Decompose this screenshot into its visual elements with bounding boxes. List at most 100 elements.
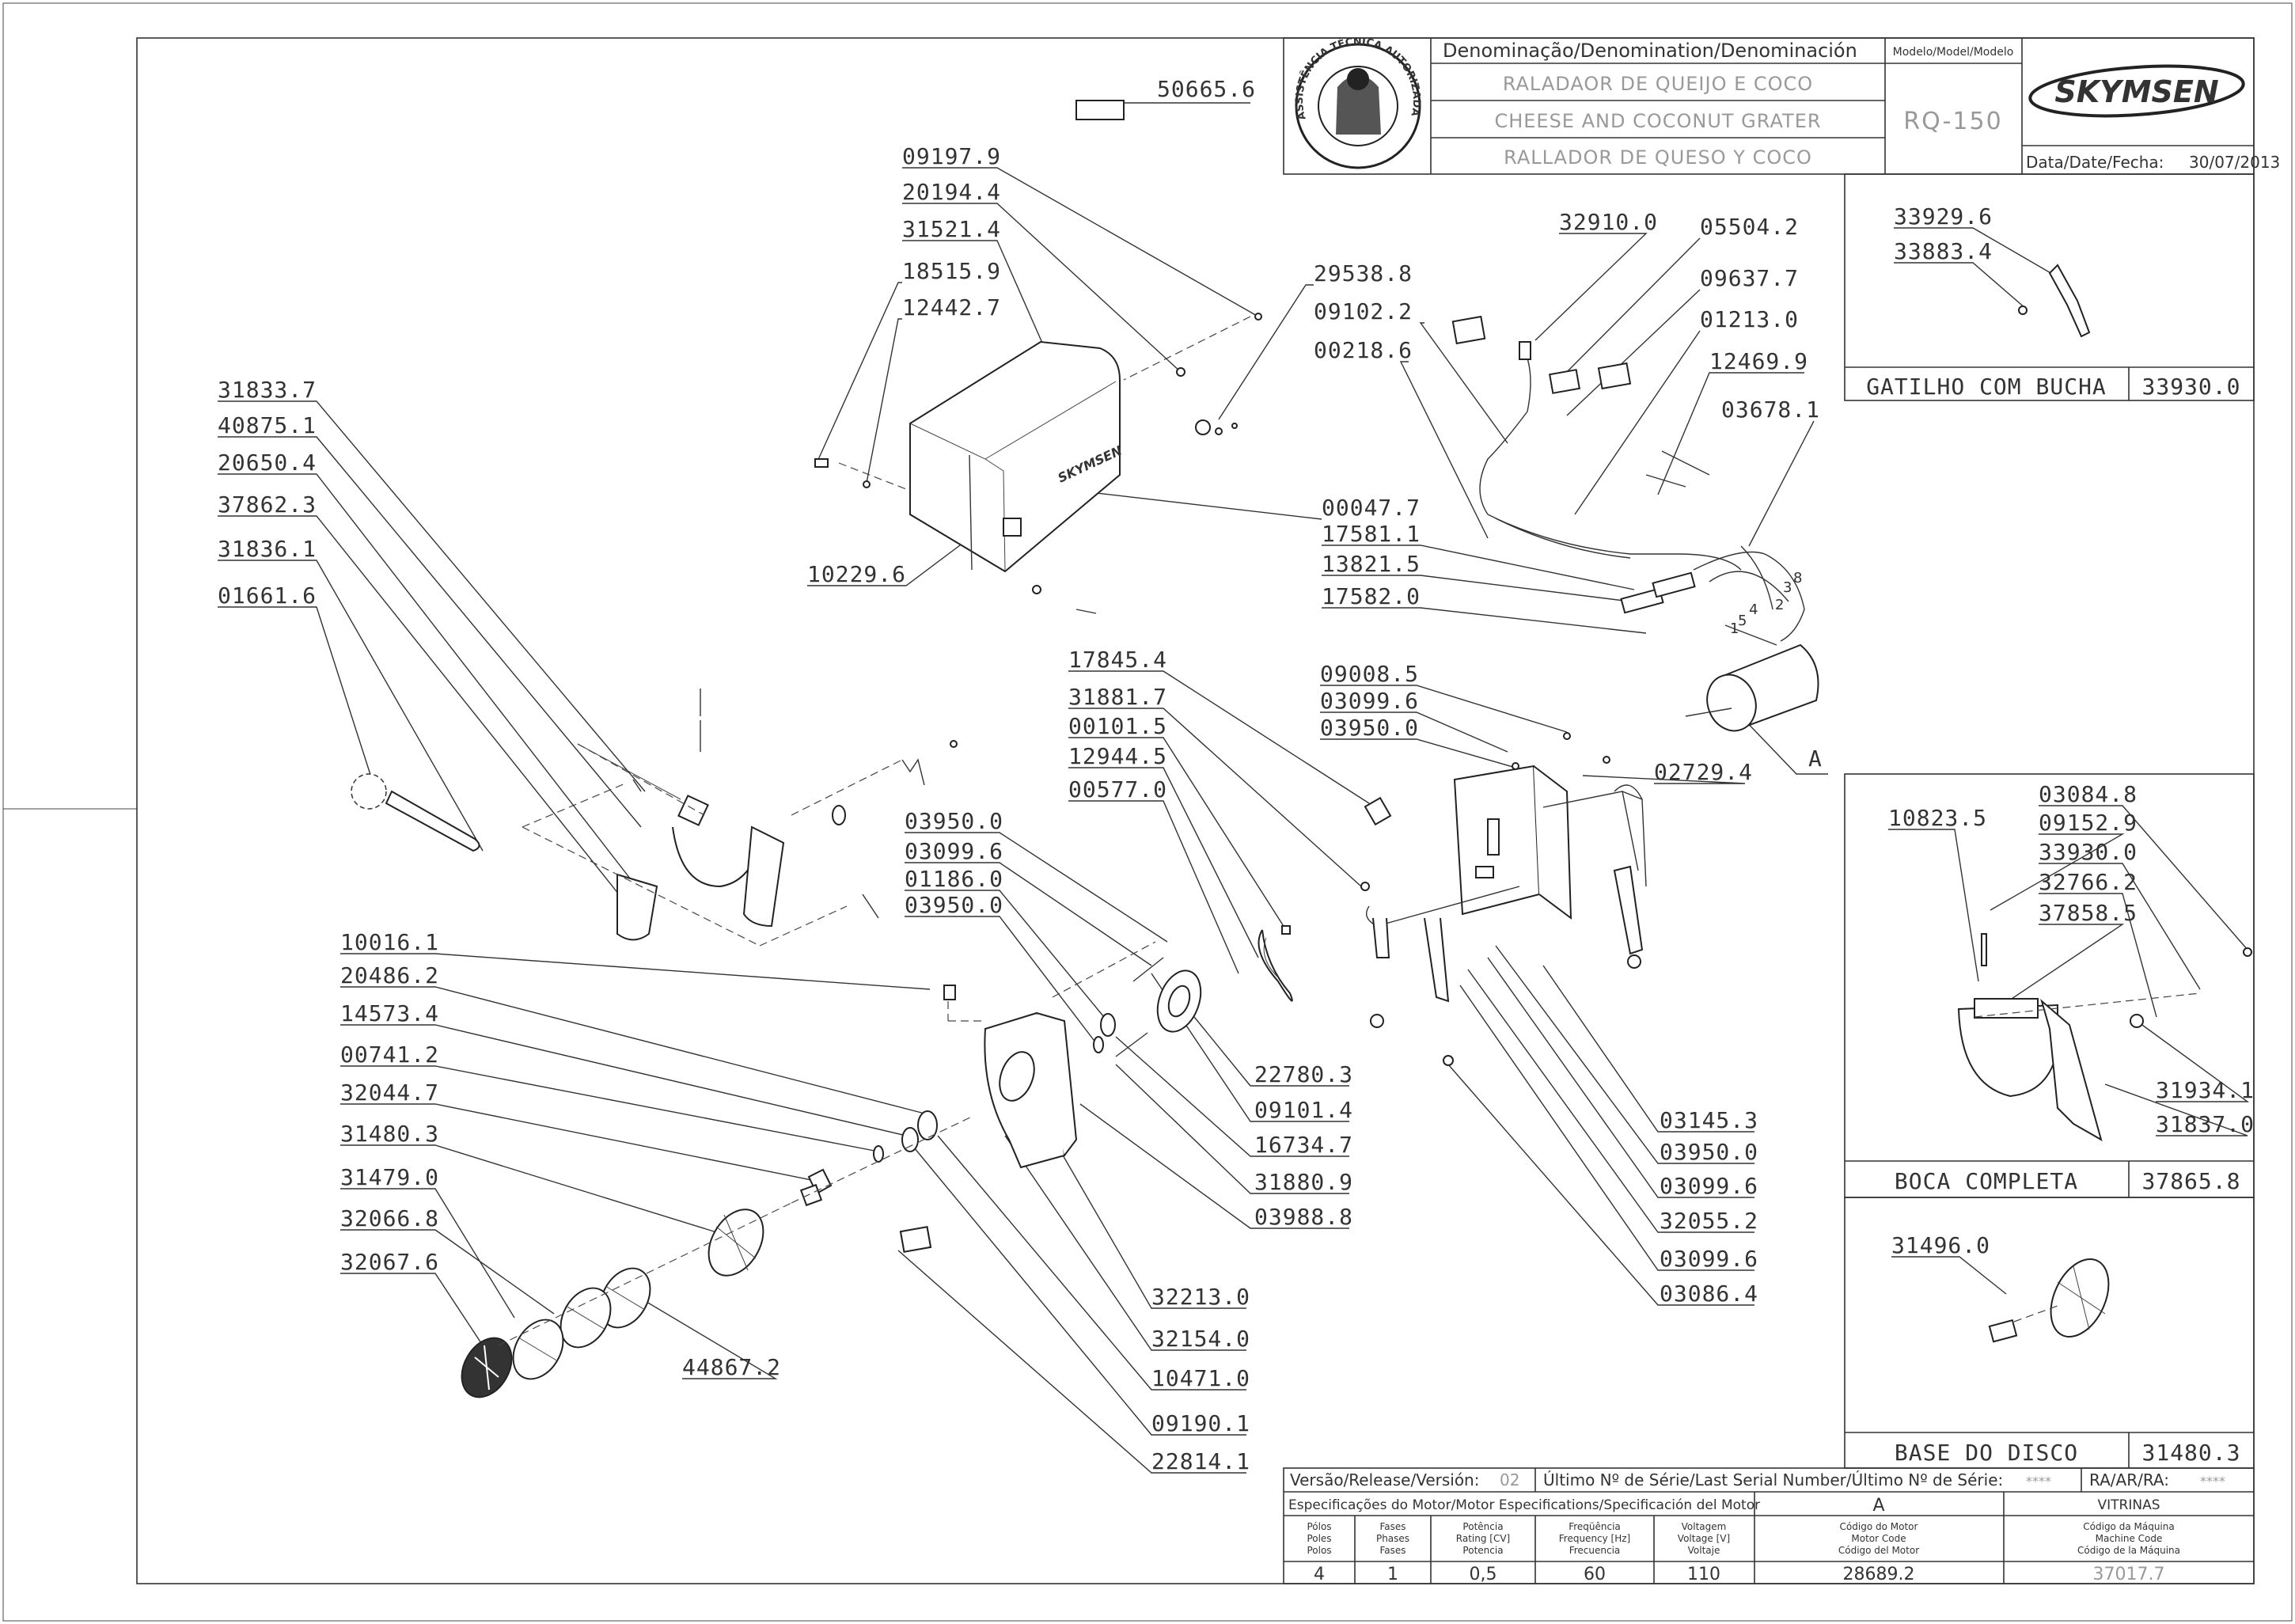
wire-4: 4: [1749, 601, 1758, 618]
value-phases: 1: [1387, 1565, 1398, 1584]
protective-cover: SKYMSEN: [814, 313, 1262, 614]
col-machine-code-en: Machine Code: [2096, 1533, 2163, 1544]
motor-spec-label: Especificações do Motor/Motor Especifica…: [1288, 1497, 1760, 1513]
label-frame-1: 17845.4: [1068, 647, 1167, 673]
label-frame-8: 03950.0: [1320, 715, 1419, 741]
label-housing-2: 32154.0: [1151, 1326, 1250, 1352]
label-elec-7: 12469.9: [1709, 348, 1808, 374]
col-machine-code-pt: Código da Máquina: [2083, 1521, 2174, 1532]
title-pt: RALADAOR DE QUEIJO E COCO: [1503, 73, 1813, 95]
serial-label: Último Nº de Série/Last Serial Number/Úl…: [1543, 1470, 2003, 1489]
vitrinas: VITRINAS: [2098, 1497, 2160, 1513]
title-es: RALLADOR DE QUESO Y COCO: [1504, 146, 1812, 169]
label-sticker: 50665.6: [1157, 76, 1256, 102]
gatilho-title: GATILHO COM BUCHA: [1866, 374, 2107, 400]
pusher-arm-assembly: [351, 689, 958, 947]
date-value: 30/07/2013: [2189, 153, 2280, 172]
label-frame-7: 03099.6: [1320, 688, 1419, 714]
pulley-assembly: [1093, 796, 1392, 1057]
brand-text: SKYMSEN: [2054, 74, 2218, 109]
label-pr-5: 03988.8: [1254, 1204, 1353, 1230]
serial-value: ****: [2026, 1474, 2051, 1489]
label-pr-3: 16734.7: [1254, 1132, 1353, 1158]
wire-1: 1: [1730, 620, 1739, 637]
gear-housing: [899, 941, 1156, 1253]
label-housing-5: 22814.1: [1151, 1448, 1250, 1474]
label-fr-2: 03950.0: [1660, 1139, 1758, 1165]
value-machine-code: 37017.7: [2093, 1565, 2165, 1584]
wire-3: 3: [1783, 579, 1792, 596]
label-cover-2: 20194.4: [902, 179, 1001, 205]
value-frequency: 60: [1584, 1565, 1606, 1584]
col-poles-es: Polos: [1307, 1545, 1331, 1556]
label-shaft-10: 44867.2: [682, 1354, 781, 1380]
motor-col: A: [1872, 1496, 1884, 1516]
label-arm-3: 20650.4: [218, 450, 317, 476]
title-header: Denominação/Denomination/Denominación: [1443, 40, 1857, 62]
base-disco-title: BASE DO DISCO: [1895, 1440, 2078, 1466]
label-frame-2: 31881.7: [1068, 684, 1167, 710]
col-volt-es: Voltaje: [1688, 1545, 1720, 1556]
panel-boca: BOCA COMPLETA 37865.8 10823.5 03084.8 09…: [1844, 773, 2255, 1198]
label-cover-1: 09197.9: [902, 143, 1001, 169]
boca-label-6: 37858.5: [2039, 900, 2138, 926]
col-rating-en: Rating [CV]: [1456, 1533, 1510, 1544]
label-shaft-4: 00741.2: [340, 1042, 439, 1068]
gatilho-label-1: 33929.6: [1894, 203, 1993, 230]
value-rating: 0,5: [1470, 1565, 1497, 1584]
col-freq-es: Frecuencia: [1569, 1545, 1621, 1556]
label-arm-1: 31833.7: [218, 377, 317, 403]
motor-marker: A: [1808, 746, 1823, 772]
col-phases-pt: Fases: [1379, 1521, 1405, 1532]
label-elec-12: 17582.0: [1322, 583, 1421, 609]
date-label: Data/Date/Fecha:: [2026, 153, 2164, 172]
label-pulley-1: 03950.0: [905, 808, 1003, 834]
parts-geometry: SKYMSEN: [351, 313, 1819, 1398]
label-frame-3: 00101.5: [1068, 713, 1167, 739]
label-shaft-6: 31480.3: [340, 1121, 439, 1147]
label-frame-6: 09008.5: [1320, 661, 1419, 687]
boca-label-2: 03084.8: [2039, 781, 2138, 807]
gatilho-label-2: 33883.4: [1894, 238, 1993, 264]
label-pr-4: 31880.9: [1254, 1169, 1353, 1195]
label-shaft-3: 14573.4: [340, 1000, 439, 1026]
value-motor-code: 28689.2: [1843, 1565, 1915, 1584]
label-pulley-3: 01186.0: [905, 866, 1003, 892]
ra-label: RA/AR/RA:: [2089, 1470, 2169, 1489]
label-elec-2: 05504.2: [1700, 214, 1799, 240]
label-frame-5: 00577.0: [1068, 776, 1167, 803]
label-elec-4: 09102.2: [1314, 298, 1413, 324]
wire-5: 5: [1738, 613, 1747, 629]
label-elec-9: 00047.7: [1322, 495, 1421, 521]
label-pulley-4: 03950.0: [905, 892, 1003, 918]
title-en: CHEESE AND COCONUT GRATER: [1494, 110, 1821, 132]
label-shaft-5: 32044.7: [340, 1080, 439, 1106]
col-poles-en: Poles: [1307, 1533, 1331, 1544]
col-motor-code-en: Motor Code: [1851, 1533, 1906, 1544]
panel-base-disco: BASE DO DISCO 31480.3 31496.0: [1844, 1197, 2255, 1469]
wire-numbers: 1 5 4 2 3 8: [1730, 570, 1802, 637]
label-frame-9: 02729.4: [1654, 759, 1753, 785]
label-frame-4: 12944.5: [1068, 743, 1167, 769]
release-label: Versão/Release/Versión:: [1290, 1470, 1479, 1489]
disc-shaft-assembly: [461, 1110, 974, 1398]
ra-value: ****: [2200, 1474, 2225, 1489]
label-fr-4: 32055.2: [1660, 1208, 1758, 1234]
col-phases-es: Fases: [1379, 1545, 1405, 1556]
wire-8: 8: [1793, 570, 1802, 586]
value-poles: 4: [1314, 1565, 1325, 1584]
electrical-assembly: [1451, 315, 1805, 646]
label-cover-4: 18515.9: [902, 258, 1001, 284]
col-motor-code-pt: Código do Motor: [1840, 1521, 1918, 1532]
label-shaft-8: 32066.8: [340, 1205, 439, 1231]
main-labels: 50665.6 09197.9 20194.4 31521.4 18515.9 …: [218, 76, 1828, 1474]
boca-code: 37865.8: [2141, 1168, 2240, 1194]
col-poles-pt: Pólos: [1307, 1521, 1331, 1532]
value-voltage: 110: [1687, 1565, 1720, 1584]
col-rating-es: Potencia: [1462, 1545, 1503, 1556]
label-elec-11: 13821.5: [1322, 551, 1421, 577]
label-elec-8: 03678.1: [1721, 397, 1820, 423]
boca-label-3: 09152.9: [2039, 810, 2138, 836]
